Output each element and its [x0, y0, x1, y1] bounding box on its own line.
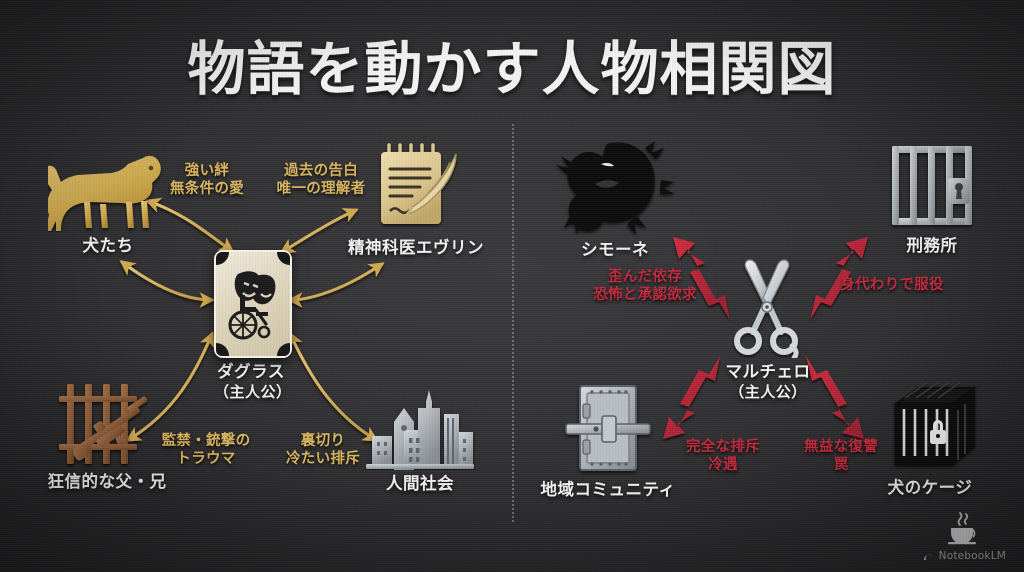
node-society[interactable]: 人間社会: [350, 388, 490, 494]
edge-label-community: 完全な排斥 冷遇: [686, 439, 760, 474]
dark-creature-icon: [540, 140, 690, 236]
city-skyline-icon: [350, 388, 490, 480]
watermark: NotebookLM: [923, 511, 1006, 562]
edge-label-simone: 歪んだ依存 恐怖と承認欲求: [593, 269, 697, 304]
node-dogs[interactable]: 犬たち: [38, 146, 178, 256]
notebooklm-logo-icon: [923, 554, 933, 560]
locked-cage-icon: [860, 381, 1000, 474]
center-divider: [512, 124, 514, 522]
theater-masks-wheelchair-card-icon: [214, 250, 292, 358]
node-marcello[interactable]: マルチェロ （主人公）: [720, 258, 816, 402]
edge-label-dogs: 強い絆 無条件の愛: [170, 163, 244, 198]
node-simone[interactable]: シモーネ: [540, 140, 690, 260]
watermark-row: NotebookLM: [923, 550, 1006, 562]
node-cage-label: 犬のケージ: [887, 478, 973, 497]
node-cage[interactable]: 犬のケージ: [860, 381, 1000, 498]
node-dogs-label: 犬たち: [82, 236, 134, 255]
prison-bars-icon: [872, 140, 992, 232]
edge-label-society: 裏切り 冷たい排斥: [286, 433, 360, 468]
node-family[interactable]: 狂信的な父・兄: [22, 382, 192, 492]
edge-label-family: 監禁・銃撃の トラウマ: [161, 433, 251, 468]
edge-douglas-evelyn-2: [286, 262, 385, 308]
node-douglas-label: ダグラス: [217, 362, 285, 381]
node-simone-label: シモーネ: [581, 240, 649, 259]
edge-label-evelyn: 過去の告白 唯一の理解者: [276, 163, 366, 198]
node-community[interactable]: 地域コミュニティ: [528, 382, 688, 500]
edge-label-cage: 無益な復讐 罠: [804, 439, 878, 474]
notepad-quill-icon: [340, 140, 492, 234]
edge-douglas-dogs-2: [119, 260, 216, 308]
node-prison-label: 刑務所: [906, 236, 958, 255]
edge-label-prison: 身代わりで服役: [840, 277, 944, 293]
node-douglas-role: （主人公）: [214, 383, 292, 401]
node-evelyn-label: 精神科医エヴリン: [348, 238, 484, 257]
node-community-label: 地域コミュニティ: [540, 480, 676, 499]
scissors-icon: [720, 258, 816, 361]
node-marcello-role: （主人公）: [729, 383, 807, 401]
node-prison[interactable]: 刑務所: [872, 140, 992, 256]
page-title: 物語を動かす人物相関図: [187, 35, 837, 103]
node-evelyn[interactable]: 精神科医エヴリン: [340, 140, 492, 258]
bars-rifle-icon: [22, 382, 192, 468]
barred-door-icon: [528, 382, 688, 476]
coffee-cup-icon: [944, 512, 984, 549]
watermark-label: NotebookLM: [938, 550, 1006, 562]
node-douglas[interactable]: ダグラス （主人公）: [214, 250, 292, 402]
node-society-label: 人間社会: [386, 474, 454, 493]
dog-icon: [38, 146, 178, 232]
node-marcello-label: マルチェロ: [725, 362, 811, 381]
node-family-label: 狂信的な父・兄: [47, 472, 167, 491]
